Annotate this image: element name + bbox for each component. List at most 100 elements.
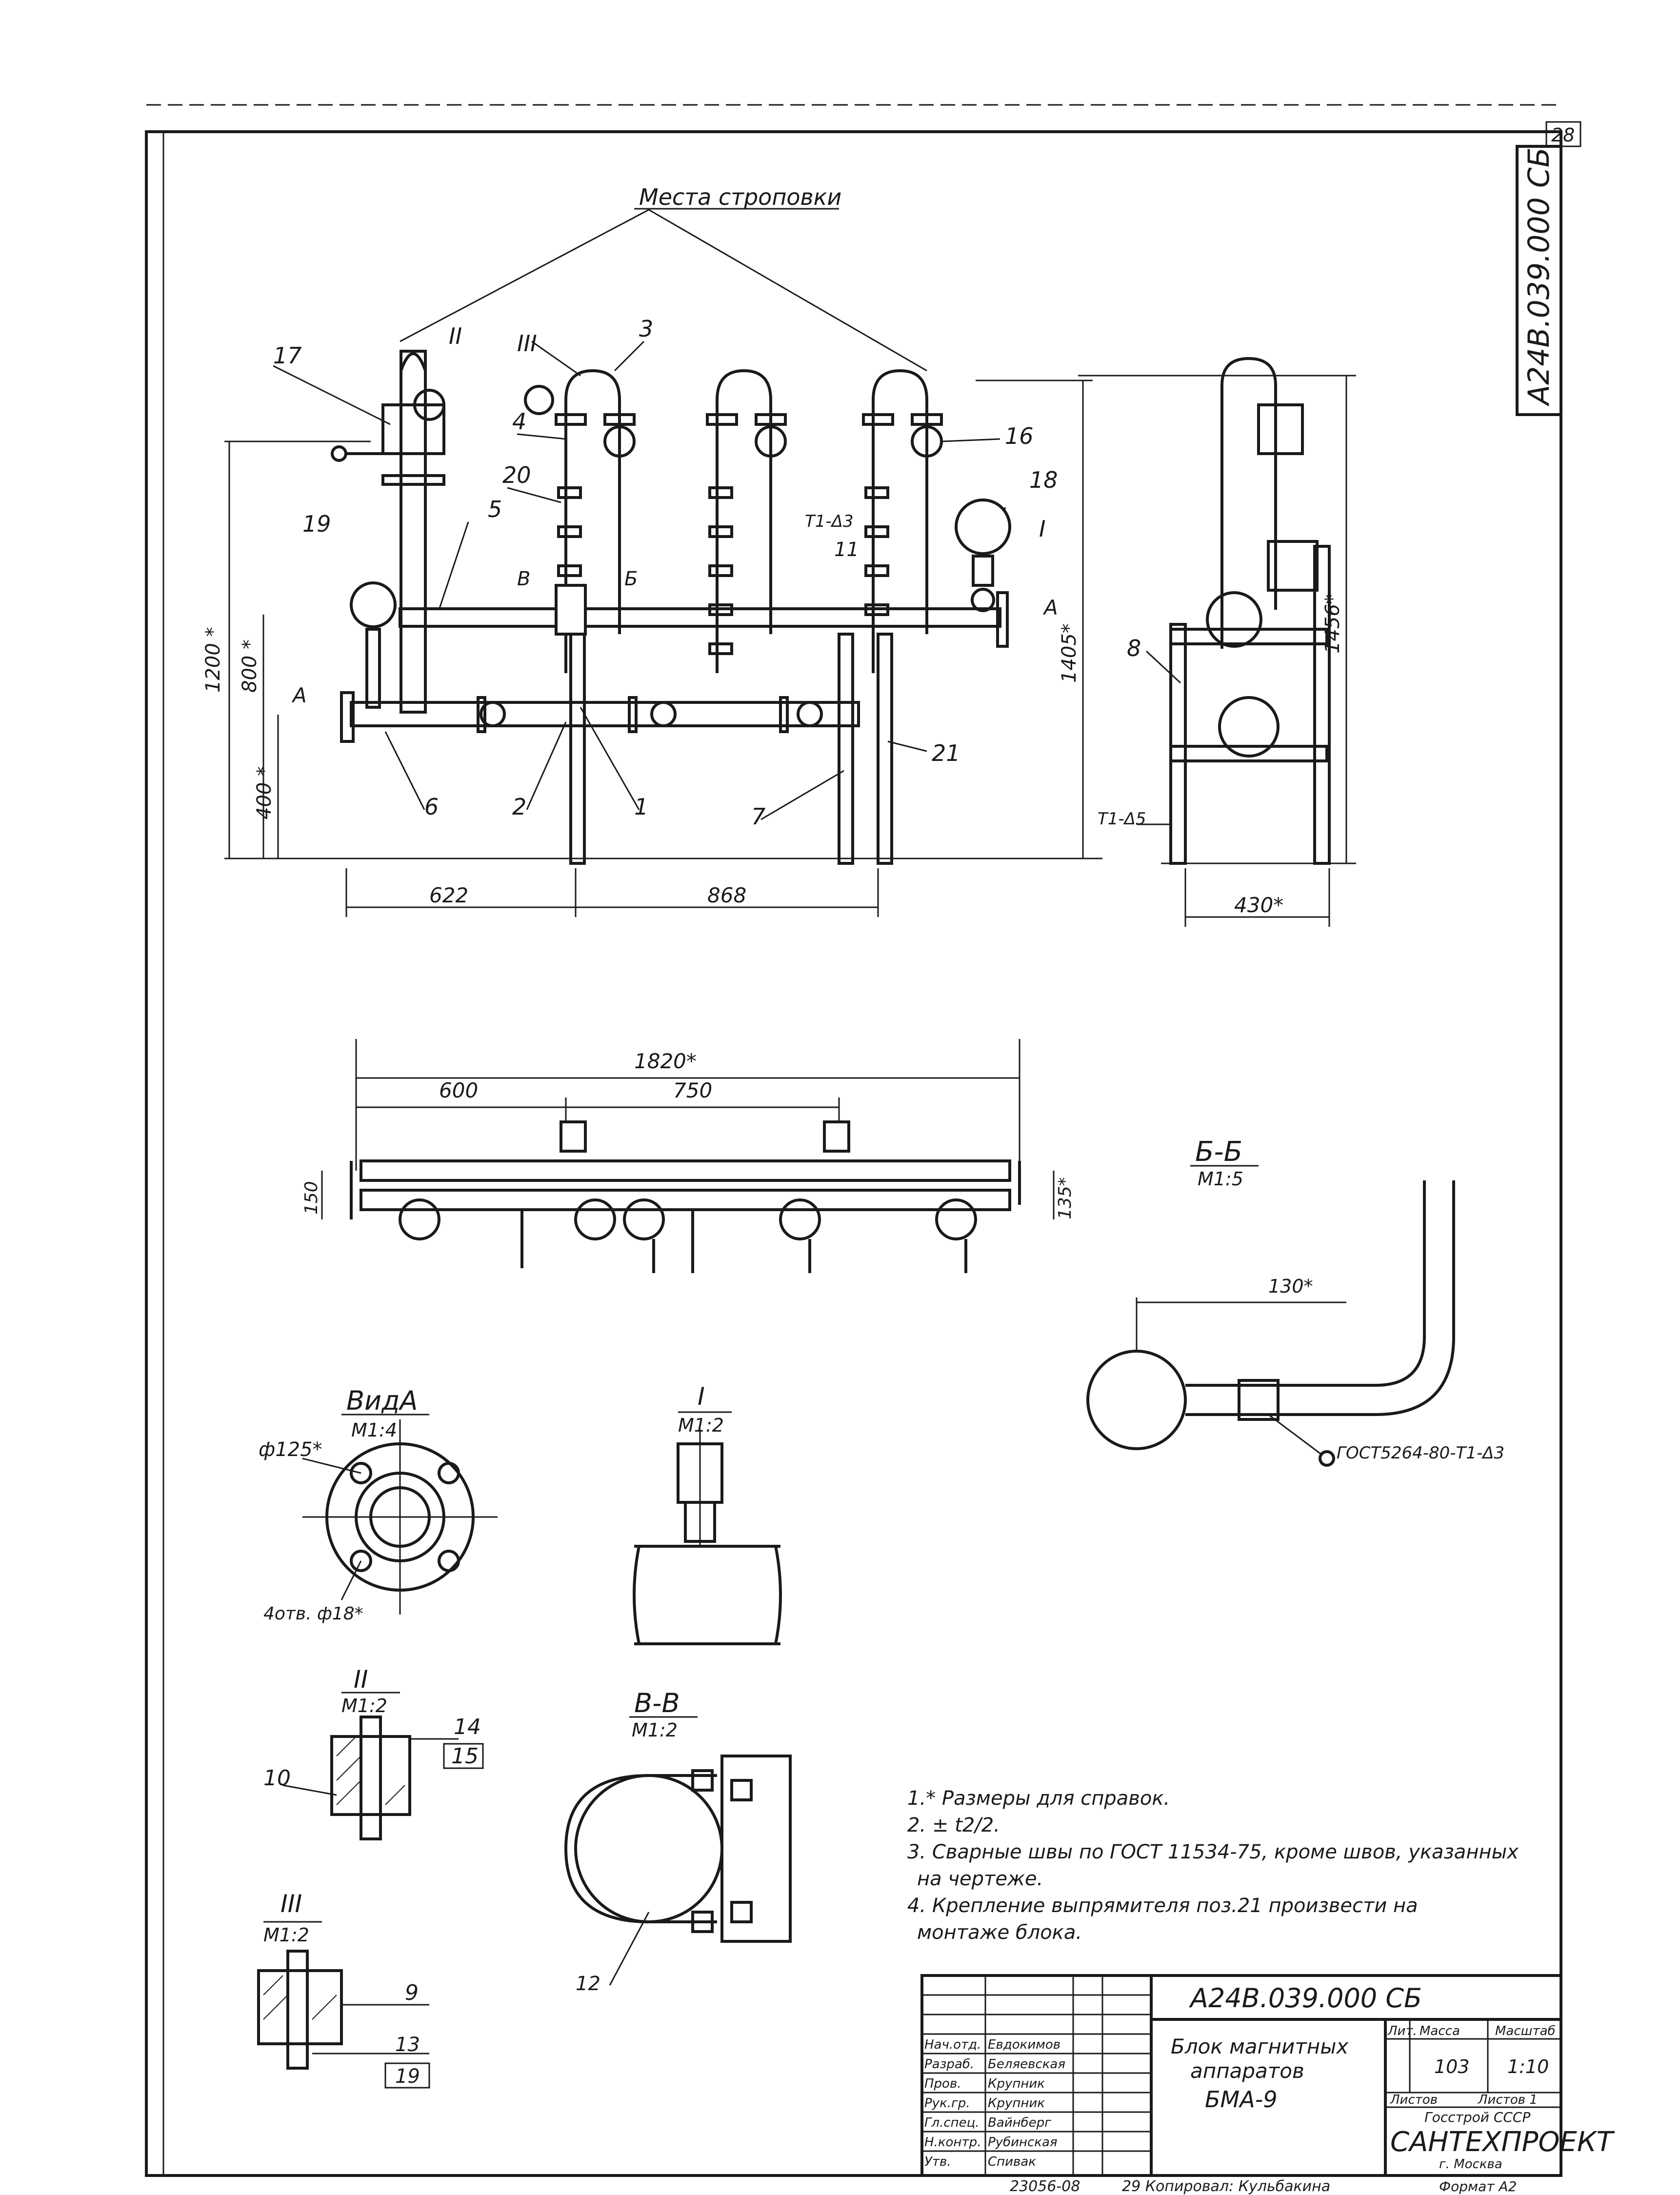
section-vv-scale: М1:2 bbox=[632, 1719, 678, 1741]
detail-1: I М1:2 bbox=[633, 1382, 782, 1645]
view-a-dia: ф125* bbox=[259, 1438, 322, 1461]
label-cut-b2: Б bbox=[624, 568, 638, 590]
label-pos-3: 3 bbox=[639, 316, 653, 342]
dim-868: 868 bbox=[707, 883, 746, 907]
tb-name-1: Блок магнитных bbox=[1171, 2035, 1349, 2058]
label-pos-20: 20 bbox=[502, 462, 531, 488]
tb-role-3: Пров. bbox=[924, 2076, 961, 2091]
tb-format: Формат А2 bbox=[1439, 2178, 1517, 2195]
view-a-scale: М1:4 bbox=[351, 1419, 397, 1441]
detail-3-pos-19: 19 bbox=[395, 2065, 420, 2088]
detail-2-pos-14: 14 bbox=[454, 1715, 481, 1739]
tb-org-2: САНТЕХПРОЕКТ bbox=[1390, 2126, 1615, 2158]
tb-code: А24В.039.000 СБ bbox=[1189, 1983, 1422, 2014]
tb-role-7: Утв. bbox=[924, 2155, 951, 2169]
tb-copied: 29 Копировал: Кульбакина bbox=[1122, 2178, 1330, 2195]
tb-person-2: Беляевская bbox=[988, 2057, 1065, 2072]
tb-mass: 103 bbox=[1434, 2056, 1470, 2077]
dim-1820: 1820* bbox=[634, 1049, 697, 1073]
dim-622: 622 bbox=[429, 883, 468, 907]
outer-frame bbox=[145, 130, 1562, 2177]
detail-2-scale: М1:2 bbox=[341, 1695, 387, 1716]
tb-role-4: Рук.гр. bbox=[924, 2096, 970, 2111]
tb-role-5: Гл.спец. bbox=[924, 2115, 980, 2130]
tb-role-1: Нач.отд. bbox=[924, 2037, 981, 2052]
label-pos-7: 7 bbox=[751, 803, 765, 830]
tb-hdr-scale: Масштаб bbox=[1495, 2024, 1556, 2038]
label-pos-I: I bbox=[1039, 516, 1046, 542]
section-vv-pos-12: 12 bbox=[576, 1973, 600, 1995]
title-block: А24В.039.000 СБ Блок магнитных аппаратов… bbox=[920, 1974, 1615, 2195]
plan-view: 1820* 600 750 150 135* bbox=[301, 1039, 1075, 1273]
label-pos-19: 19 bbox=[302, 511, 331, 537]
side-view: 8 1456* 430* Т1-Δ5 bbox=[1078, 357, 1356, 927]
detail-3: III М1:2 9 13 19 bbox=[257, 1890, 430, 2089]
tb-org-1: Госстрой СССР bbox=[1424, 2109, 1530, 2125]
detail-1-title: I bbox=[698, 1382, 705, 1411]
label-pos-2: 2 bbox=[512, 794, 526, 820]
view-a-title: ВидА bbox=[346, 1385, 418, 1416]
tb-person-7: Спивак bbox=[988, 2155, 1036, 2169]
side-weld: Т1-Δ5 bbox=[1098, 809, 1146, 829]
label-pos-17: 17 bbox=[273, 342, 302, 369]
section-bb: Б-Б М1:5 130* ГОСТ5264-80-Т1-Δ3 bbox=[1086, 1136, 1504, 1467]
label-pos-II: II bbox=[449, 323, 462, 349]
detail-2: II М1:2 14 15 10 bbox=[263, 1665, 484, 1840]
label-pos-1: 1 bbox=[634, 794, 648, 820]
dim-135: 135* bbox=[1055, 1177, 1075, 1219]
tb-scale: 1:10 bbox=[1507, 2056, 1549, 2077]
tb-role-6: Н.контр. bbox=[924, 2135, 981, 2150]
tb-person-1: Евдокимов bbox=[988, 2037, 1060, 2052]
dim-430: 430* bbox=[1234, 893, 1283, 917]
tb-name-3: БМА-9 bbox=[1205, 2086, 1278, 2113]
tb-name-2: аппаратов bbox=[1190, 2059, 1304, 2083]
dim-750: 750 bbox=[673, 1078, 712, 1102]
tb-person-6: Рубинская bbox=[988, 2135, 1058, 2150]
tb-person-3: Крупник bbox=[988, 2076, 1045, 2091]
detail-2-title: II bbox=[354, 1665, 368, 1694]
note-line-6: монтаже блока. bbox=[917, 1921, 1082, 1944]
section-bb-title: Б-Б bbox=[1195, 1136, 1242, 1168]
slinging-label: Места строповки bbox=[639, 184, 841, 210]
detail-3-scale: М1:2 bbox=[263, 1924, 309, 1946]
tb-person-5: Вайнберг bbox=[988, 2115, 1051, 2130]
section-bb-scale: М1:5 bbox=[1198, 1168, 1243, 1190]
label-view-a-left: А bbox=[291, 683, 307, 707]
label-pos-18: 18 bbox=[1029, 467, 1058, 493]
dim-1405: 1405* bbox=[1058, 623, 1080, 683]
label-pos-8: 8 bbox=[1127, 635, 1141, 661]
dim-150: 150 bbox=[301, 1181, 321, 1215]
note-line-2: 2. ± t2/2. bbox=[907, 1814, 1000, 1836]
detail-2-pos-10: 10 bbox=[263, 1766, 291, 1791]
dim-800: 800 * bbox=[239, 639, 261, 693]
tb-inv-no: 23056-08 bbox=[1010, 2178, 1080, 2195]
dim-1200: 1200 * bbox=[202, 627, 224, 693]
tb-hdr-lit: Лит. bbox=[1387, 2024, 1417, 2038]
note-line-5: 4. Крепление выпрямителя поз.21 произвес… bbox=[907, 1895, 1418, 1917]
detail-3-pos-13: 13 bbox=[395, 2034, 420, 2056]
label-pos-21: 21 bbox=[932, 740, 960, 766]
note-line-3: 3. Сварные швы по ГОСТ 11534-75, кроме ш… bbox=[907, 1841, 1519, 1863]
label-pos-11: 11 bbox=[834, 539, 859, 561]
front-view: 17 II III 3 4 20 19 5 16 18 I 11 Т1-Δ3 А… bbox=[202, 316, 1102, 917]
detail-1-scale: М1:2 bbox=[678, 1415, 724, 1436]
view-a: ВидА М1:4 ф125* 4отв. ф18* bbox=[259, 1385, 498, 1624]
tb-hdr-mass: Масса bbox=[1420, 2024, 1460, 2038]
label-cut-b: В bbox=[517, 568, 530, 590]
sheet-number-box bbox=[1545, 121, 1581, 147]
dim-1456: 1456* bbox=[1321, 594, 1344, 654]
label-weld-t1-3: Т1-Δ3 bbox=[805, 512, 854, 531]
tb-person-4: Крупник bbox=[988, 2096, 1045, 2111]
dim-600: 600 bbox=[439, 1078, 478, 1102]
note-line-4: на чертеже. bbox=[917, 1868, 1043, 1890]
vertical-code-box bbox=[1516, 145, 1562, 416]
label-pos-III: III bbox=[517, 330, 537, 357]
dim-130: 130* bbox=[1268, 1276, 1313, 1297]
label-pos-5: 5 bbox=[488, 496, 502, 522]
section-vv: В-В М1:2 12 bbox=[564, 1688, 792, 1995]
tb-role-2: Разраб. bbox=[924, 2057, 974, 2072]
label-pos-4: 4 bbox=[512, 408, 526, 435]
label-view-a-right: А bbox=[1042, 596, 1058, 619]
tb-sheet-label: Листов bbox=[1390, 2093, 1438, 2107]
